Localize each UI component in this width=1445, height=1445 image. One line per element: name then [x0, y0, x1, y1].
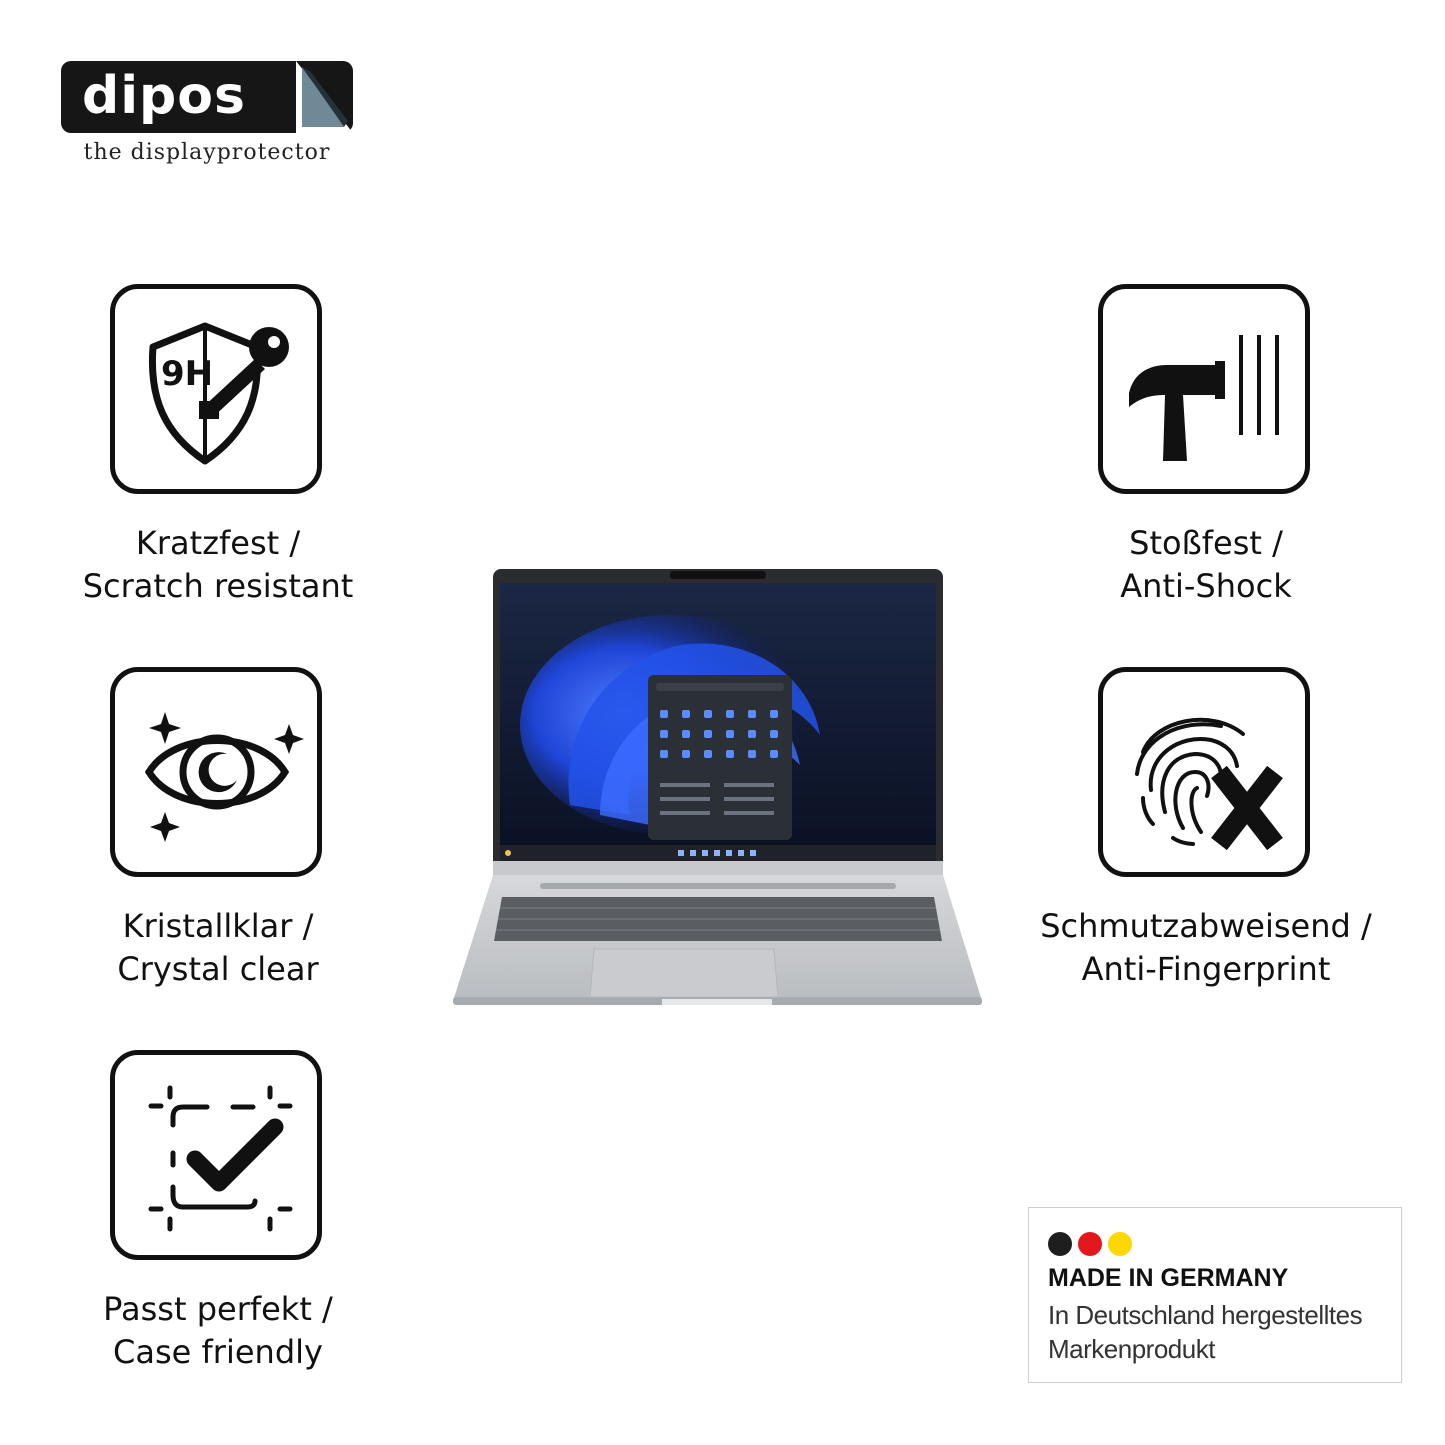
caption-line: Anti-Shock: [1120, 567, 1292, 605]
hardness-badge: 9H: [161, 354, 213, 394]
logo-wordmark: dipos: [82, 66, 246, 126]
eye-sparkle-icon: [144, 712, 304, 842]
made-in-germany-title: MADE IN GERMANY: [1048, 1264, 1289, 1292]
logo-fold-icon: [296, 61, 353, 133]
caption-line: Schmutzabweisend /: [1040, 907, 1372, 945]
caption-line: Kratzfest /: [135, 524, 301, 562]
caption-line: Case friendly: [113, 1333, 323, 1371]
caption-line: Anti-Fingerprint: [1081, 950, 1331, 988]
caption-line: Stoßfest /: [1129, 524, 1283, 562]
feature-tile-shock: [1098, 284, 1310, 494]
flag-dot-black: [1048, 1232, 1072, 1256]
feature-tile-scratch: 9H: [110, 284, 322, 494]
caption-line: Scratch resistant: [82, 567, 354, 605]
flag-dot-gold: [1108, 1232, 1132, 1256]
frame-check-icon: [148, 1085, 293, 1232]
feature-caption-fingerprint: Schmutzabweisend / Anti-Fingerprint: [996, 905, 1416, 991]
shield-key-9h-icon: 9H: [148, 322, 289, 465]
feature-caption-shock: Stoßfest / Anti-Shock: [1016, 522, 1396, 608]
laptop-image: [453, 569, 982, 1005]
made-in-germany-subtitle: In Deutschland hergestelltes Markenprodu…: [1048, 1298, 1393, 1366]
logo-tagline: the displayprotector: [83, 140, 331, 165]
feature-tile-fingerprint: [1098, 667, 1310, 877]
hammer-icon: [1129, 335, 1279, 461]
caption-line: Crystal clear: [117, 950, 319, 988]
flag-dot-red: [1078, 1232, 1102, 1256]
caption-line: Kristallklar /: [122, 907, 314, 945]
feature-caption-clear: Kristallklar / Crystal clear: [28, 905, 408, 991]
subtitle-line: Markenprodukt: [1048, 1334, 1215, 1364]
feature-tile-fit: [110, 1050, 322, 1260]
feature-caption-scratch: Kratzfest / Scratch resistant: [28, 522, 408, 608]
fingerprint-x-icon: [1135, 717, 1283, 851]
feature-caption-fit: Passt perfekt / Case friendly: [28, 1288, 408, 1374]
caption-line: Passt perfekt /: [103, 1290, 333, 1328]
feature-tile-clear: [110, 667, 322, 877]
subtitle-line: In Deutschland hergestelltes: [1048, 1300, 1363, 1330]
